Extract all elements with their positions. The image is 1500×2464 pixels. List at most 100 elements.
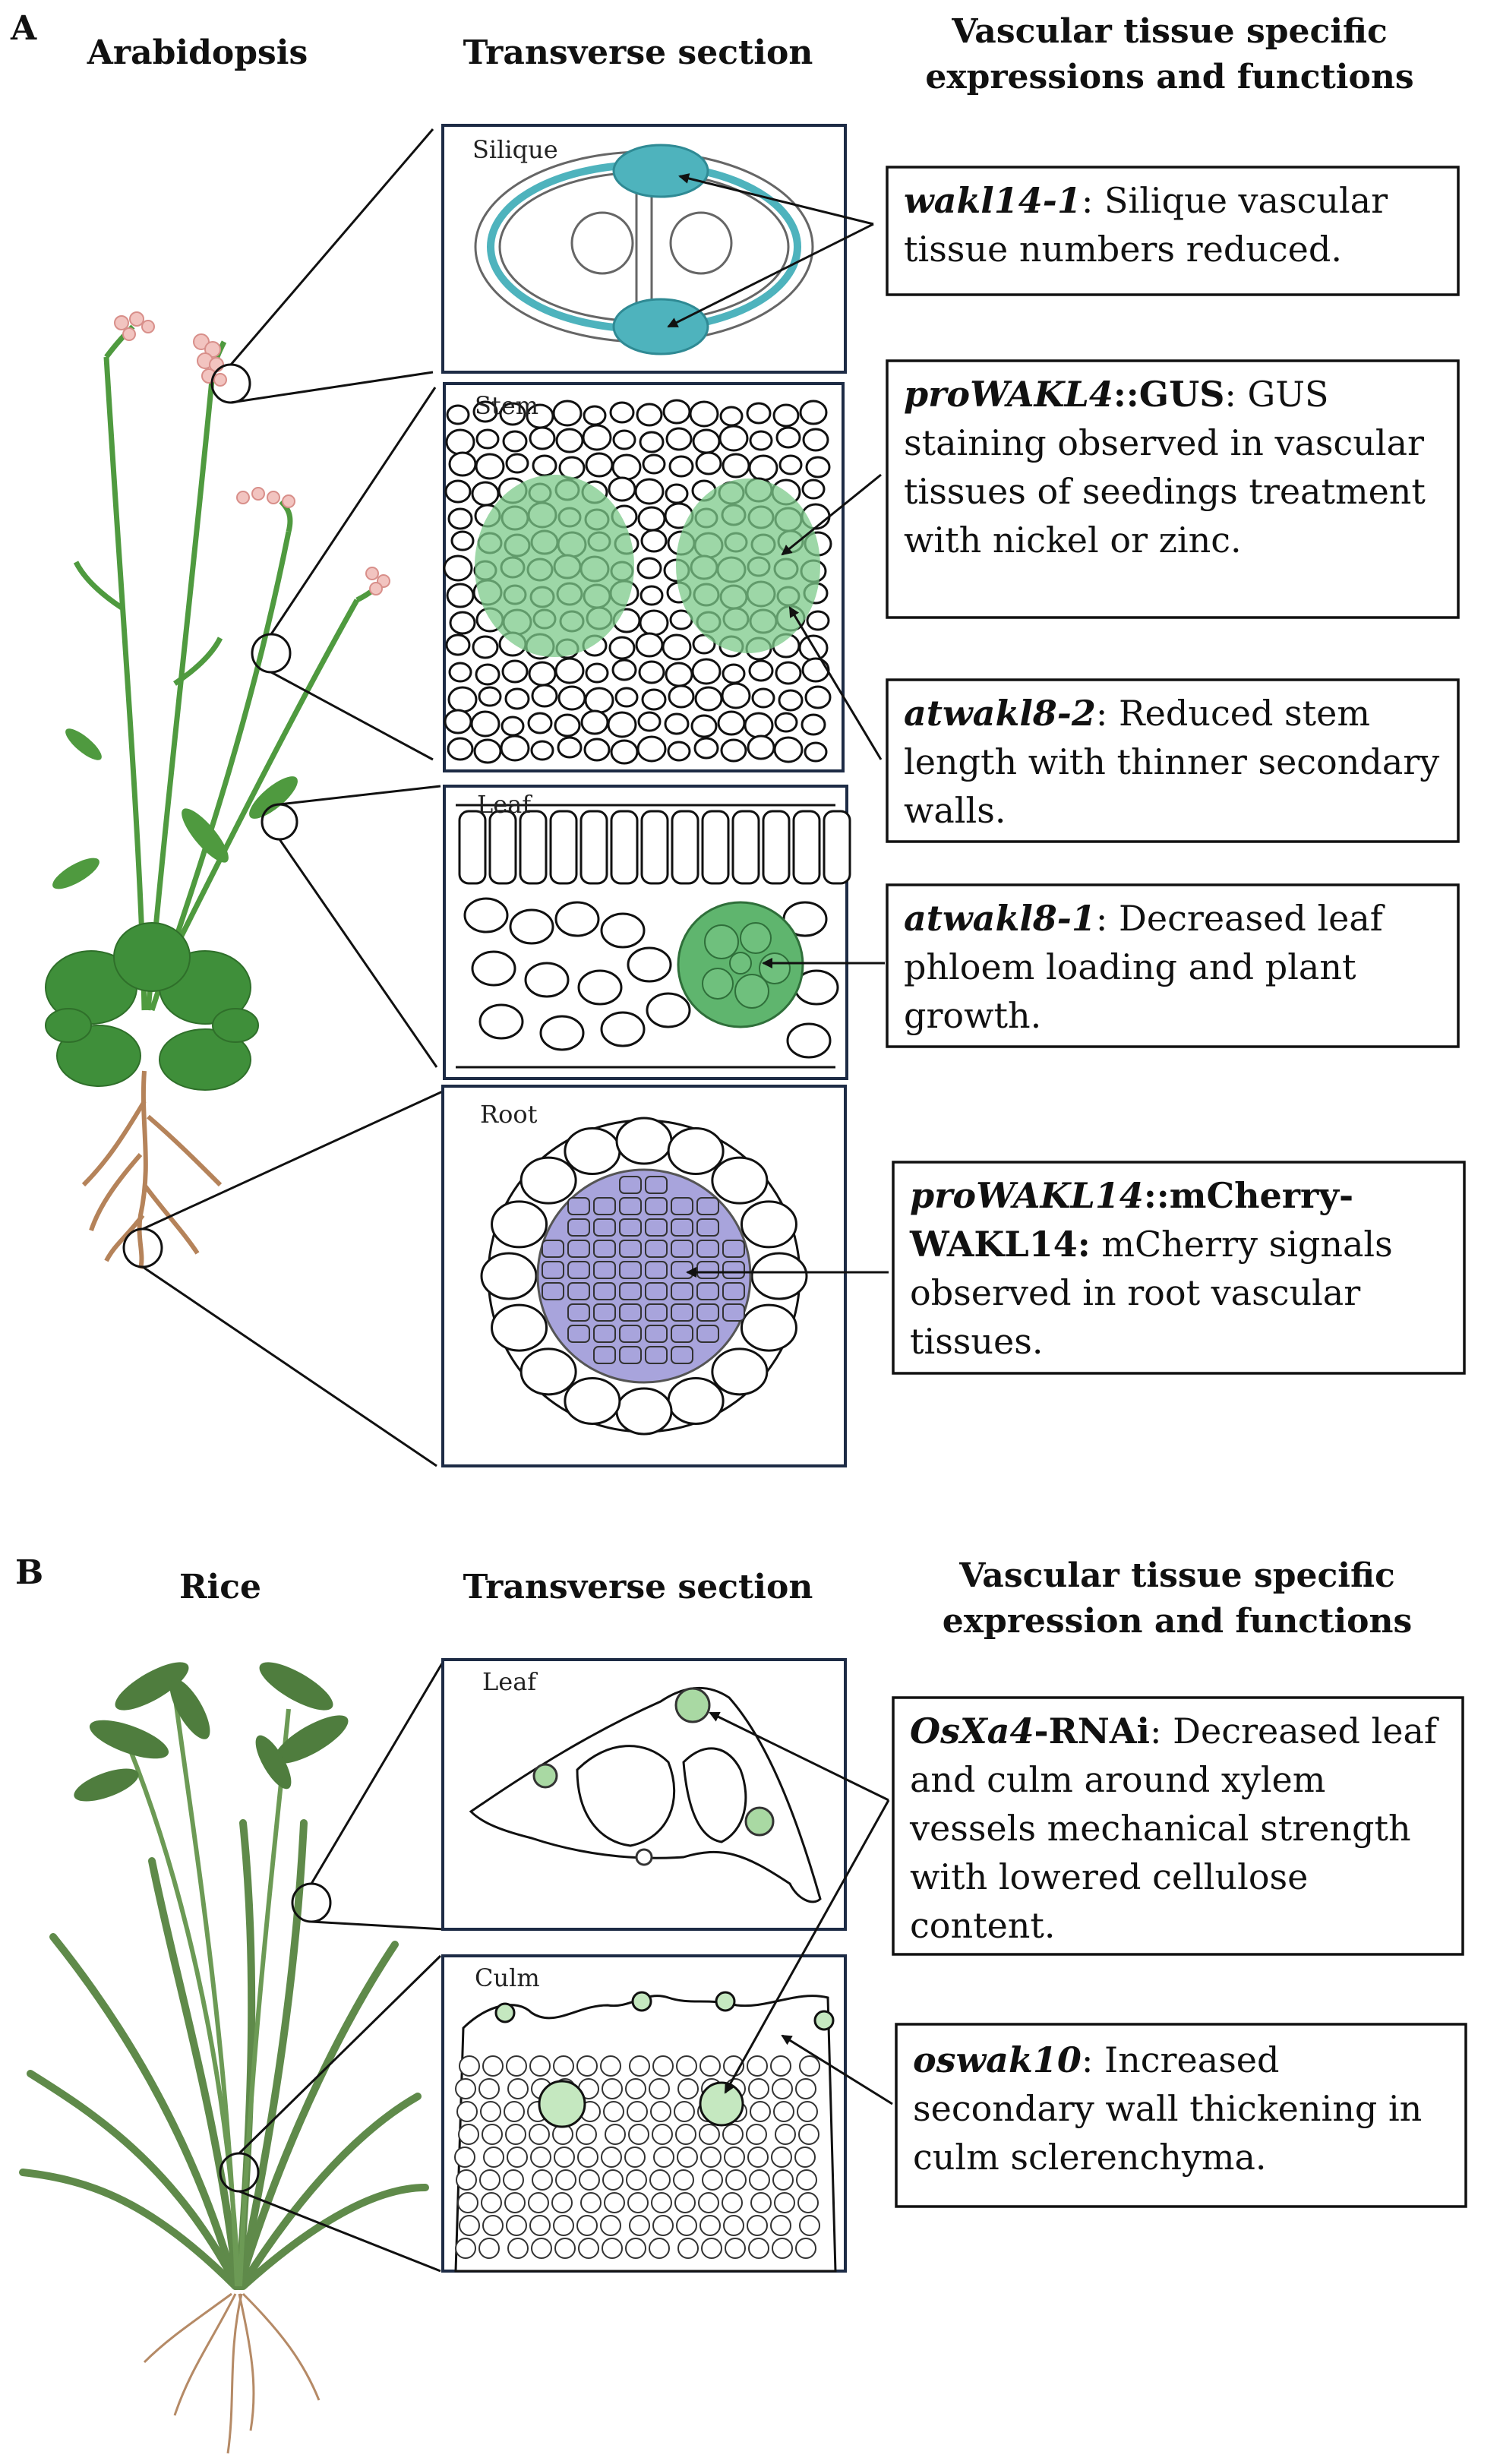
cell [774,712,798,733]
gene-atwakl8-2: atwakl8-2 [904,693,1096,734]
cell [689,400,719,428]
panel-a-plant-header: Arabidopsis [87,33,308,72]
panel-a-functions-header-1: Vascular tissue specific [952,12,1388,51]
cell [483,2147,504,2168]
cell [593,1261,616,1279]
cell [649,2078,670,2099]
cell [527,712,553,734]
cell [459,2215,480,2236]
cell [696,1282,719,1300]
annotation-wakl14-1: wakl14-1: Silique vascular tissue number… [904,176,1388,273]
cell [482,2124,503,2145]
cell [478,1003,524,1040]
cell [724,2147,745,2168]
section-label-silique: Silique [472,135,558,164]
cell [503,2169,524,2191]
gene-prowakl14: proWAKL14 [910,1175,1144,1216]
cell [501,659,529,684]
cell [651,2192,672,2213]
cell [604,2192,625,2213]
cell [593,1346,616,1364]
cell [529,2215,551,2236]
cell [482,2055,504,2077]
cell [665,427,693,451]
cell [646,992,691,1028]
cell [676,2215,697,2236]
cell [619,1346,642,1364]
cell [786,1022,832,1059]
cell [463,897,509,933]
cell [542,1282,564,1300]
cell [751,687,775,709]
cell [645,1218,668,1237]
rice-leaves [19,1819,429,2290]
cell [652,2055,674,2077]
cell [696,1197,719,1215]
cell [507,2078,529,2099]
cell [799,2055,820,2077]
cell [794,2147,816,2168]
arabidopsis-flowers [114,311,390,595]
cell [457,2192,478,2213]
cell [619,1261,642,1279]
cell [637,506,666,532]
arabidopsis-zoom-lines [122,128,447,1467]
cell [619,1197,642,1215]
cell [585,452,614,478]
cell [748,659,774,682]
cell [747,734,775,760]
cell [555,428,584,453]
cell [722,453,750,479]
cell [699,2055,721,2077]
cell [667,1127,725,1176]
cell [481,2192,502,2213]
cell [645,1176,668,1194]
arabidopsis-rosette [45,922,259,1091]
section-label-rice-leaf: Leaf [482,1667,537,1696]
annotation-text: with lowered cellulose [910,1856,1309,1897]
gene-wakl14-1: wakl14-1 [904,180,1082,221]
cell [671,1346,693,1364]
panel-a-annotation-boxes [886,166,1466,1375]
cell [593,1325,616,1343]
annotation-osxa4-rnai: OsXa4-RNAi: Decreased leaf and culm arou… [910,1707,1437,1950]
cell [627,2101,648,2122]
cell [717,710,746,736]
annotation-text: and culm around xylem [910,1759,1326,1800]
cell [593,1303,616,1322]
cell [627,946,672,983]
cell [823,810,851,885]
cell [583,405,607,426]
cell [627,2192,649,2213]
cell [750,2192,772,2213]
cell [671,1261,693,1279]
cell [696,1261,719,1279]
cell [702,2169,723,2191]
cell [701,810,730,885]
cell [668,455,694,478]
cell [628,2124,649,2145]
cell [639,431,665,453]
cell [750,2101,771,2122]
cell [619,1282,642,1300]
cell [722,663,746,684]
cell [804,741,828,763]
cell [499,402,526,426]
cell [797,2192,819,2213]
cell [653,2147,674,2168]
cell [676,2055,697,2077]
cell [471,481,500,507]
cell [645,1346,668,1364]
cell [582,424,612,451]
construct-suffix: ::mCherry- [1143,1175,1354,1216]
cell [798,2124,819,2145]
cell [552,400,583,427]
cell [674,2101,695,2122]
cell [795,2078,816,2099]
annotation-text: : Reduced stem [1095,693,1370,734]
cell [585,662,609,684]
cell [740,1200,797,1249]
cell [458,810,487,885]
arabidopsis-plant [45,311,390,1269]
cell [480,2101,501,2122]
